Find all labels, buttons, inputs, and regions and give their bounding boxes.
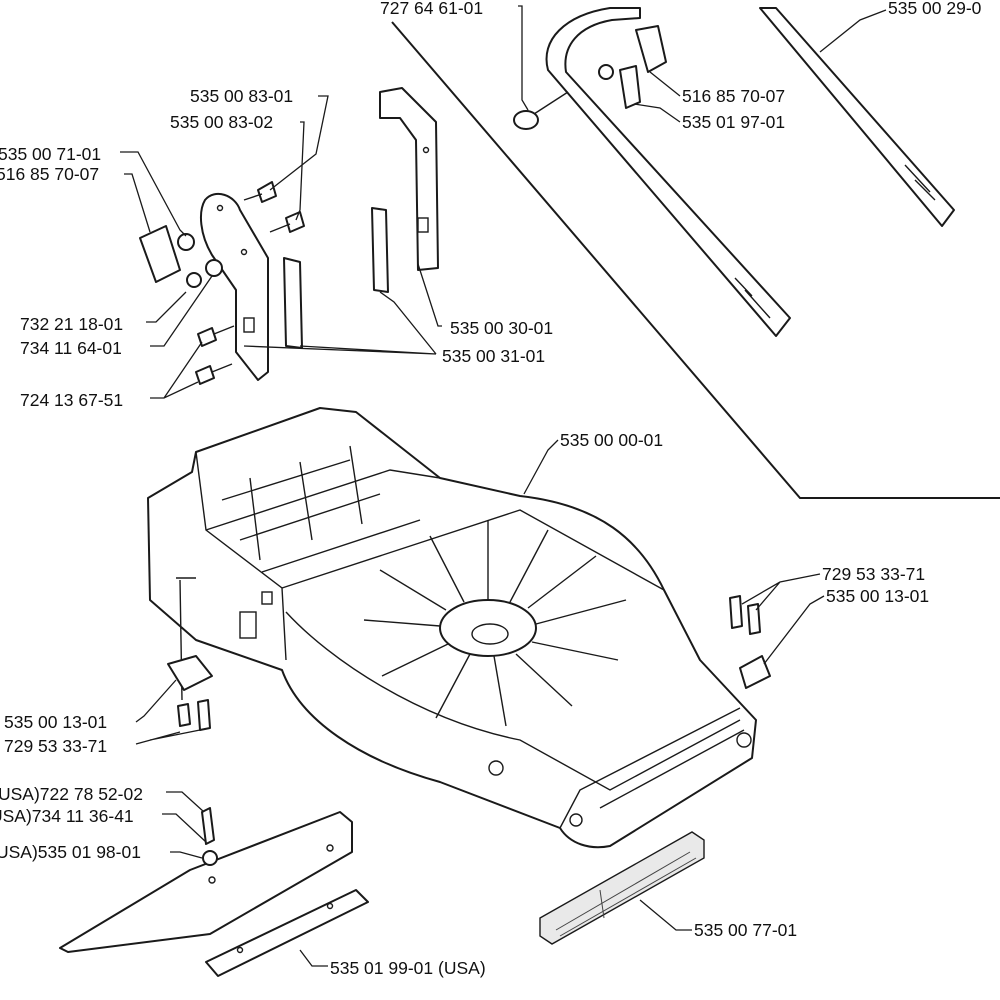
section-divider-line [391, 21, 1000, 499]
label-535-00-13-01-right: 535 00 13-01 [826, 586, 929, 606]
label-535-00-30-01: 535 00 30-01 [450, 318, 553, 338]
label-usa-734-11-36-41: USA)734 11 36-41 [0, 806, 134, 826]
deck-hub [439, 599, 537, 657]
deck-clip-right [729, 595, 771, 689]
usa-strip [205, 889, 369, 977]
brush-strip [539, 831, 705, 945]
label-535-00-83-02: 535 00 83-02 [170, 112, 273, 132]
label-734-11-64-01: 734 11 64-01 [20, 338, 122, 358]
bracket-wear-plate-right [371, 207, 389, 293]
part-labels: 727 64 61-01 535 00 29-0 516 85 70-07 53… [0, 0, 982, 978]
usa-fastener-stack [201, 807, 218, 866]
label-535-00-13-01-left: 535 00 13-01 [4, 712, 107, 732]
handle-tube-left [545, 7, 791, 337]
deck-clip-left [167, 655, 213, 731]
label-535-01-99-01-usa: 535 01 99-01 (USA) [330, 958, 486, 978]
label-516-85-70-07-left: 516 85 70-07 [0, 164, 99, 184]
label-729-53-33-71-left: 729 53 33-71 [4, 736, 107, 756]
label-usa-535-01-98-01: USA)535 01 98-01 [0, 842, 141, 862]
label-535-01-97-01: 535 01 97-01 [682, 112, 785, 132]
handle-tube-right [759, 7, 955, 227]
label-729-53-33-71-right: 729 53 33-71 [822, 564, 925, 584]
handle-knob [513, 91, 569, 130]
clamp-plate-left [139, 225, 181, 283]
label-usa-722-78-52-02: USA)722 78 52-02 [0, 784, 143, 804]
label-535-00-83-01: 535 00 83-01 [190, 86, 293, 106]
bracket-small-parts [177, 181, 305, 385]
leader-lines [120, 5, 887, 967]
label-732-21-18-01: 732 21 18-01 [20, 314, 123, 334]
label-535-00-77-01: 535 00 77-01 [694, 920, 797, 940]
label-535-00-29: 535 00 29-0 [888, 0, 982, 18]
label-724-13-67-51: 724 13 67-51 [20, 390, 123, 410]
label-535-00-00-01: 535 00 00-01 [560, 430, 663, 450]
bracket-wear-plate-left [283, 257, 303, 349]
label-535-00-31-01: 535 00 31-01 [442, 346, 545, 366]
side-bracket-left [199, 192, 269, 381]
side-bracket-right [379, 87, 439, 271]
handle-clamp-lever [598, 25, 667, 109]
label-516-85-70-07-top: 516 85 70-07 [682, 86, 785, 106]
label-727-64-61-01: 727 64 61-01 [380, 0, 483, 18]
label-535-00-71-01: 535 00 71-01 [0, 144, 101, 164]
deck-ribs [363, 520, 627, 727]
